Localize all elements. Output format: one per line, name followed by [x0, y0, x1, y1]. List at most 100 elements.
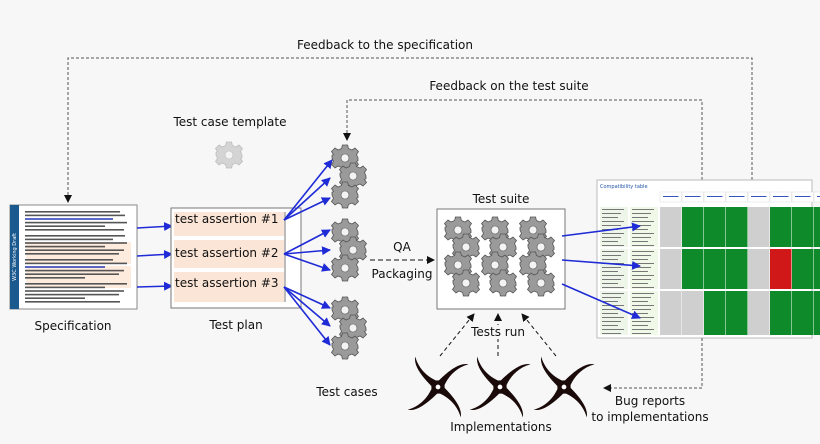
compat-desc-line — [602, 287, 624, 288]
compat-desc-line — [632, 221, 654, 222]
spec-text-line — [25, 259, 113, 261]
spec-text-line — [25, 286, 105, 289]
spec-text-line — [25, 277, 85, 279]
compat-desc-line — [602, 325, 618, 326]
compat-desc-line — [602, 237, 621, 238]
compat-desc-line — [602, 213, 621, 214]
compat-result-cell — [814, 249, 820, 289]
assertion-3: test assertion #3 — [175, 276, 279, 290]
compat-desc-line — [632, 325, 648, 326]
test-plan-box: test assertion #1 test assertion #2 test… — [170, 207, 302, 309]
compat-desc-line — [602, 221, 624, 222]
spec-text-line — [25, 293, 119, 296]
compat-desc-line — [602, 271, 618, 272]
compat-desc-line — [632, 321, 651, 322]
compat-header-link — [685, 196, 701, 197]
compat-result-cell — [814, 207, 820, 247]
compat-result-cell — [770, 207, 792, 247]
compat-result-cell — [770, 291, 792, 335]
compat-result-cell — [682, 207, 704, 247]
compat-desc-line — [602, 259, 618, 260]
compat-result-cell — [704, 249, 726, 289]
compat-desc-line — [632, 233, 654, 234]
compat-desc-line — [632, 275, 654, 276]
suite-to-table-arrows — [561, 222, 641, 319]
spec-text-line — [25, 242, 127, 244]
compat-result-cell — [748, 291, 770, 335]
compat-desc-line — [632, 245, 654, 246]
compat-desc-line — [632, 217, 648, 218]
implementations — [407, 356, 595, 418]
template-label: Test case template — [172, 115, 286, 129]
spec-text-line — [25, 211, 120, 213]
compat-desc-line — [632, 297, 651, 298]
compat-desc-line — [602, 293, 624, 294]
compat-desc-line — [602, 241, 618, 242]
compat-header-link — [729, 196, 745, 197]
spec-text-line — [25, 238, 113, 241]
compat-result-cell — [704, 207, 726, 247]
compat-desc-line — [632, 301, 648, 302]
spec-text-line — [25, 290, 124, 292]
compat-desc-line — [632, 293, 654, 294]
bug-reports-label-1: Bug reports — [615, 394, 685, 408]
compat-result-cell — [660, 291, 682, 335]
compat-desc-line — [632, 267, 651, 268]
compat-result-cell — [814, 291, 820, 335]
template-gear-icon — [215, 141, 243, 169]
compat-desc-line — [632, 255, 651, 256]
compat-desc-line — [632, 229, 648, 230]
compat-desc-line — [602, 301, 618, 302]
spec-text-line — [25, 225, 105, 227]
spec-text-line — [25, 245, 105, 248]
compat-result-cell — [748, 207, 770, 247]
compat-desc-line — [602, 313, 618, 314]
compat-desc-line — [632, 317, 654, 318]
compat-desc-line — [602, 279, 621, 280]
compat-header-link — [773, 196, 789, 197]
compat-result-cell — [660, 207, 682, 247]
bug-reports-label-2: to implementations — [591, 410, 708, 424]
compat-result-cell — [660, 249, 682, 289]
compat-result-cell — [704, 291, 726, 335]
compat-desc-line — [632, 309, 651, 310]
gear-icon — [331, 181, 359, 209]
compat-desc-line — [632, 313, 648, 314]
plan-to-cases-arrows — [283, 159, 333, 346]
compat-desc-line — [602, 245, 624, 246]
compat-result-cell — [792, 207, 814, 247]
assertion-bg-3 — [174, 272, 284, 302]
implementation-shuriken-icon — [533, 356, 595, 418]
compat-desc-line — [632, 241, 648, 242]
assertion-bg-2 — [174, 240, 284, 268]
compat-desc-line — [602, 209, 624, 210]
spec-text-line — [25, 269, 124, 272]
tests-run-label: Tests run — [470, 325, 525, 339]
compat-desc-line — [632, 251, 654, 252]
spec-text-line — [25, 273, 119, 275]
spec-to-plan-arrows — [136, 221, 173, 291]
test-suite-box — [436, 208, 566, 310]
compat-desc-line — [602, 275, 624, 276]
compat-desc-line — [632, 333, 651, 334]
compat-desc-line — [602, 333, 621, 334]
gear-icon — [489, 269, 517, 297]
test-suite-label: Test suite — [472, 192, 530, 206]
compat-desc-line — [632, 225, 651, 226]
spec-side-label: W3C Working Draft — [12, 233, 18, 281]
spec-text-line — [25, 301, 120, 303]
compat-desc-line — [632, 287, 654, 288]
compat-desc-line — [632, 209, 654, 210]
tests-run-label-bg — [470, 325, 526, 339]
gear-icon — [331, 254, 359, 282]
compat-desc-line — [602, 233, 624, 234]
implementation-shuriken-icon — [407, 356, 469, 418]
compat-result-cell — [682, 249, 704, 289]
spec-text-line — [25, 235, 125, 237]
test-cases-label: Test cases — [315, 385, 377, 399]
compat-table-title: Compatibility table — [600, 184, 648, 190]
spec-text-line — [25, 221, 127, 224]
compat-result-cell — [770, 249, 792, 289]
